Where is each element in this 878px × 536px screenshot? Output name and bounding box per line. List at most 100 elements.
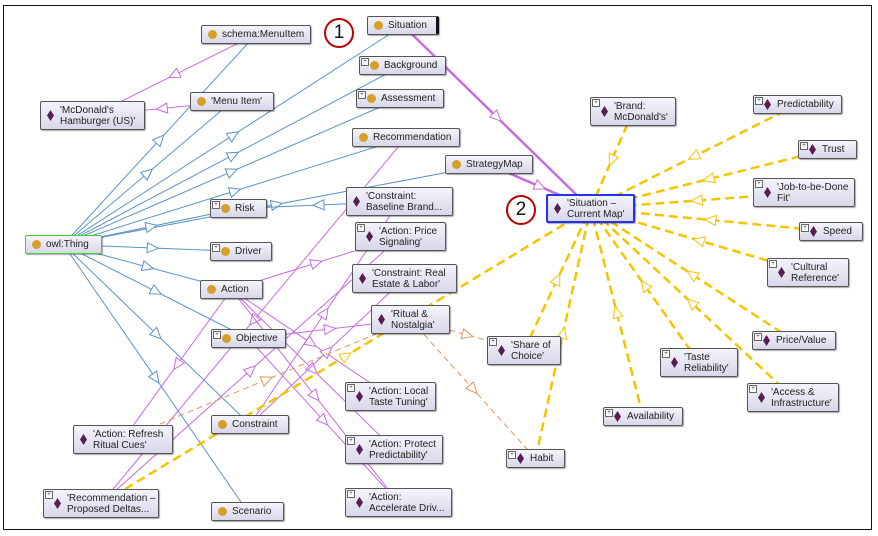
node-label: 'Action: Accelerate Driv... — [369, 491, 445, 514]
node-menu-item[interactable]: 'Menu Item' — [190, 92, 274, 111]
node-label: owl:Thing — [46, 239, 89, 250]
individual-diamond-icon — [764, 187, 771, 198]
individual-diamond-icon — [809, 144, 816, 155]
node-action-protect[interactable]: + 'Action: Protect Predictability' — [345, 435, 443, 464]
node-label: 'Action: Price Signaling' — [379, 225, 438, 248]
node-action-accel[interactable]: + 'Action: Accelerate Driv... — [345, 488, 452, 517]
node-speed[interactable]: + Speed — [799, 222, 863, 241]
expand-icon[interactable]: + — [212, 244, 220, 252]
class-circle-icon — [197, 97, 206, 106]
expand-icon[interactable]: + — [755, 97, 763, 105]
expand-icon[interactable]: + — [358, 91, 366, 99]
expand-icon[interactable]: + — [592, 99, 600, 107]
node-taste[interactable]: +'Taste Reliability' — [660, 348, 738, 377]
node-driver[interactable]: +Driver — [210, 242, 272, 261]
node-availability[interactable]: +Availability — [603, 407, 683, 426]
node-jtbd[interactable]: +'Job-to-be-Done Fit' — [753, 178, 855, 207]
edge-relation-taste-current_map — [589, 207, 701, 364]
node-action-price[interactable]: + 'Action: Price Signaling' — [355, 222, 446, 251]
node-ritual[interactable]: 'Ritual & Nostalgia' — [371, 305, 450, 334]
expand-icon[interactable]: + — [357, 224, 365, 232]
edge-arrowhead — [304, 361, 318, 375]
individual-diamond-icon — [356, 497, 363, 508]
node-scenario[interactable]: Scenario — [211, 502, 284, 521]
node-label: 'Action: Local Taste Tuning' — [369, 385, 429, 408]
edge-arrowhead — [224, 168, 239, 179]
expand-icon[interactable]: + — [749, 385, 757, 393]
node-objective[interactable]: +Objective — [211, 329, 286, 348]
node-habit[interactable]: + Habit — [506, 449, 565, 468]
node-recommendation[interactable]: Recommendation — [352, 128, 460, 147]
class-circle-icon — [359, 133, 368, 142]
node-owl-thing[interactable]: owl:Thing — [25, 235, 102, 254]
node-current-map[interactable]: 'Situation – Current Map' — [546, 194, 635, 223]
node-cultural[interactable]: +'Cultural Reference' — [767, 258, 849, 287]
node-action[interactable]: Action — [200, 280, 263, 299]
node-trust[interactable]: + Trust — [798, 140, 857, 159]
expand-icon[interactable]: + — [769, 260, 777, 268]
node-constraint-realestate[interactable]: 'Constraint: Real Estate & Labor' — [352, 264, 457, 293]
edge-arrowhead — [269, 199, 284, 212]
expand-icon[interactable]: + — [212, 201, 220, 209]
class-circle-icon — [374, 21, 383, 30]
expand-icon[interactable]: + — [662, 350, 670, 358]
class-circle-icon — [221, 247, 230, 256]
node-label: 'Situation – Current Map' — [567, 197, 625, 220]
expand-icon[interactable]: + — [754, 333, 762, 341]
node-risk[interactable]: +Risk — [210, 199, 267, 218]
node-label: 'Share of Choice' — [511, 339, 551, 362]
expand-icon[interactable]: + — [755, 180, 763, 188]
node-schema-menuitem[interactable]: schema:MenuItem — [201, 25, 311, 44]
expand-icon[interactable]: + — [347, 490, 355, 498]
individual-diamond-icon — [758, 392, 765, 403]
individual-diamond-icon — [671, 357, 678, 368]
individual-diamond-icon — [80, 434, 87, 445]
node-action-local[interactable]: + 'Action: Local Taste Tuning' — [345, 382, 436, 411]
node-constraint[interactable]: Constraint — [211, 415, 289, 434]
node-background[interactable]: +Background — [359, 56, 446, 75]
expand-icon[interactable]: + — [361, 58, 369, 66]
node-price-value[interactable]: +Price/Value — [752, 331, 836, 350]
expand-icon[interactable]: + — [508, 451, 516, 459]
expand-icon[interactable]: + — [347, 437, 355, 445]
individual-diamond-icon — [601, 106, 608, 117]
expand-icon[interactable]: + — [801, 224, 809, 232]
node-label: Constraint — [232, 419, 278, 430]
edge-relation-access-current_map — [589, 207, 794, 399]
individual-diamond-icon — [359, 273, 366, 284]
node-label: Habit — [530, 453, 554, 464]
node-label: Trust — [822, 144, 845, 155]
node-share[interactable]: + 'Share of Choice' — [487, 336, 561, 365]
individual-diamond-icon — [54, 498, 61, 509]
expand-icon[interactable]: + — [605, 409, 613, 417]
node-label: 'Action: Protect Predictability' — [369, 438, 436, 461]
node-label: Predictability — [777, 99, 834, 110]
node-rec-deltas[interactable]: +'Recommendation – Proposed Deltas... — [43, 489, 159, 518]
expand-icon[interactable]: + — [489, 338, 497, 346]
expand-icon[interactable]: + — [800, 142, 808, 150]
node-situation[interactable]: Situation — [367, 16, 439, 35]
node-label: schema:MenuItem — [222, 29, 305, 40]
node-mcd-hamburger[interactable]: 'McDonald's Hamburger (US)' — [40, 101, 145, 130]
expand-icon[interactable]: + — [45, 491, 53, 499]
individual-diamond-icon — [378, 314, 385, 325]
expand-icon[interactable]: + — [347, 384, 355, 392]
node-assessment[interactable]: +Assessment — [356, 89, 444, 108]
node-label: Speed — [823, 226, 852, 237]
node-label: Action — [221, 284, 249, 295]
node-constraint-baseline[interactable]: 'Constraint: Baseline Brand... — [346, 187, 453, 216]
node-label: 'Menu Item' — [211, 96, 263, 107]
node-strategymap[interactable]: StrategyMap — [445, 155, 533, 174]
node-predictability[interactable]: + Predictability — [753, 95, 842, 114]
node-action-refresh[interactable]: 'Action: Refresh Ritual Cues' — [73, 425, 173, 454]
edge-arrowhead — [151, 134, 165, 148]
individual-diamond-icon — [517, 453, 524, 464]
expand-icon[interactable]: + — [213, 331, 221, 339]
node-access[interactable]: +'Access & Infrastructure' — [747, 383, 839, 412]
edge-arrowhead — [640, 279, 653, 294]
callout-badge-1: 1 — [324, 18, 354, 48]
class-circle-icon — [218, 507, 227, 516]
node-brand[interactable]: +'Brand: McDonald's' — [590, 97, 676, 126]
edge-arrowhead — [315, 412, 329, 426]
